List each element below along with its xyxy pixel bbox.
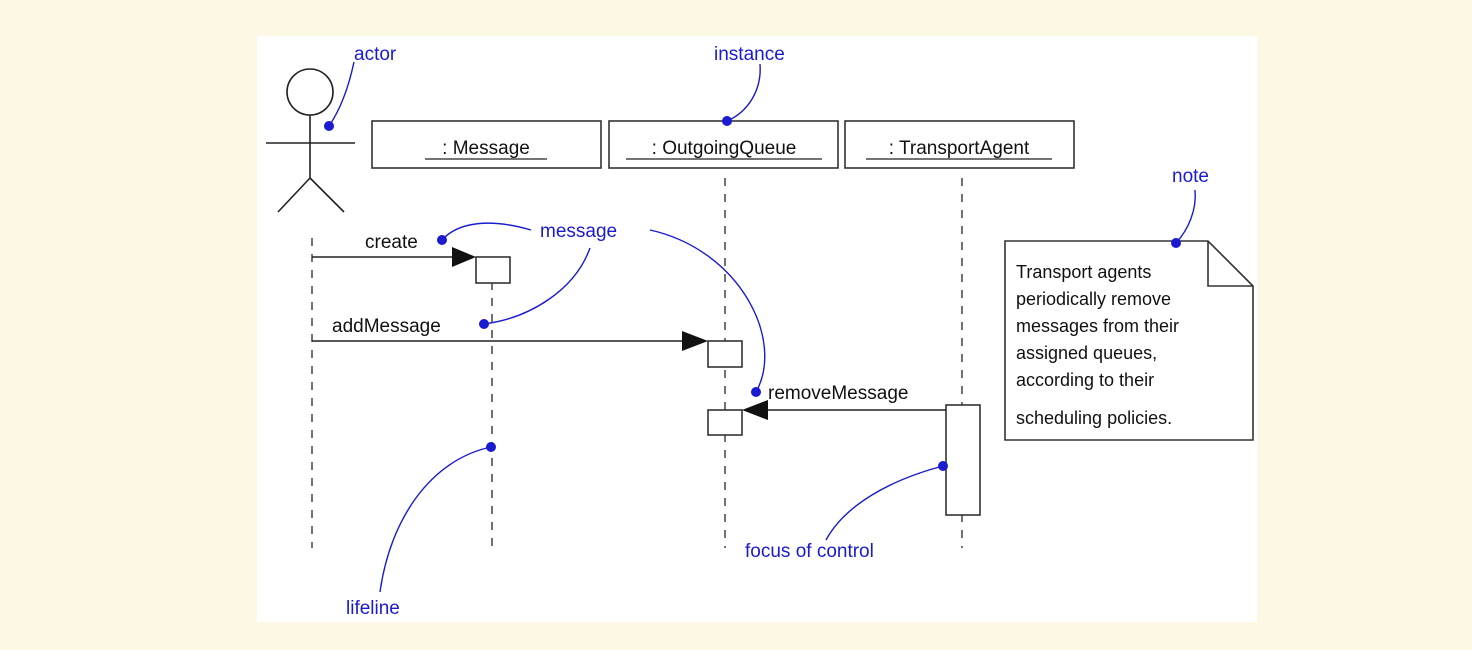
create-label: create xyxy=(365,232,418,253)
annotation-actor: actor xyxy=(324,44,397,131)
add-message-label: addMessage xyxy=(332,316,441,337)
annotation-focus-of-control: focus of control xyxy=(745,461,948,562)
note-line-1: Transport agents xyxy=(1016,262,1151,282)
object-message-label: : Message xyxy=(442,138,530,159)
focus-of-control-box xyxy=(945,404,981,516)
annotation-actor-label: actor xyxy=(354,44,397,65)
remove-message-arrow xyxy=(742,400,946,420)
object-transport-agent: : TransportAgent xyxy=(844,120,1075,169)
activation-queue-add xyxy=(707,340,743,368)
annotation-note: note xyxy=(1171,166,1209,248)
annotation-focus-of-control-label: focus of control xyxy=(745,541,874,562)
note-line-6: scheduling policies. xyxy=(1016,408,1172,428)
annotation-note-label: note xyxy=(1172,166,1209,187)
actor-figure xyxy=(266,68,355,213)
activation-message xyxy=(475,256,511,284)
annotation-message: message xyxy=(437,221,766,397)
object-outgoing-queue: : OutgoingQueue xyxy=(608,120,839,169)
annotation-lifeline-label: lifeline xyxy=(346,598,400,619)
note-line-2: periodically remove xyxy=(1016,289,1171,309)
note-line-3: messages from their xyxy=(1016,316,1179,336)
create-arrow xyxy=(312,247,476,267)
annotation-instance-label: instance xyxy=(714,44,785,65)
object-outgoing-queue-label: : OutgoingQueue xyxy=(652,138,797,159)
object-transport-agent-label: : TransportAgent xyxy=(889,138,1030,159)
object-message: : Message xyxy=(371,120,602,169)
activation-queue-remove xyxy=(707,409,743,436)
add-message-arrow xyxy=(312,331,708,351)
annotation-instance: instance xyxy=(714,44,785,126)
note-line-4: assigned queues, xyxy=(1016,343,1157,363)
annotation-message-label: message xyxy=(540,221,617,242)
note-box: Transport agents periodically remove mes… xyxy=(1004,240,1254,441)
note-line-5: according to their xyxy=(1016,370,1154,390)
annotation-lifeline: lifeline xyxy=(346,442,496,619)
remove-message-label: removeMessage xyxy=(768,383,908,404)
